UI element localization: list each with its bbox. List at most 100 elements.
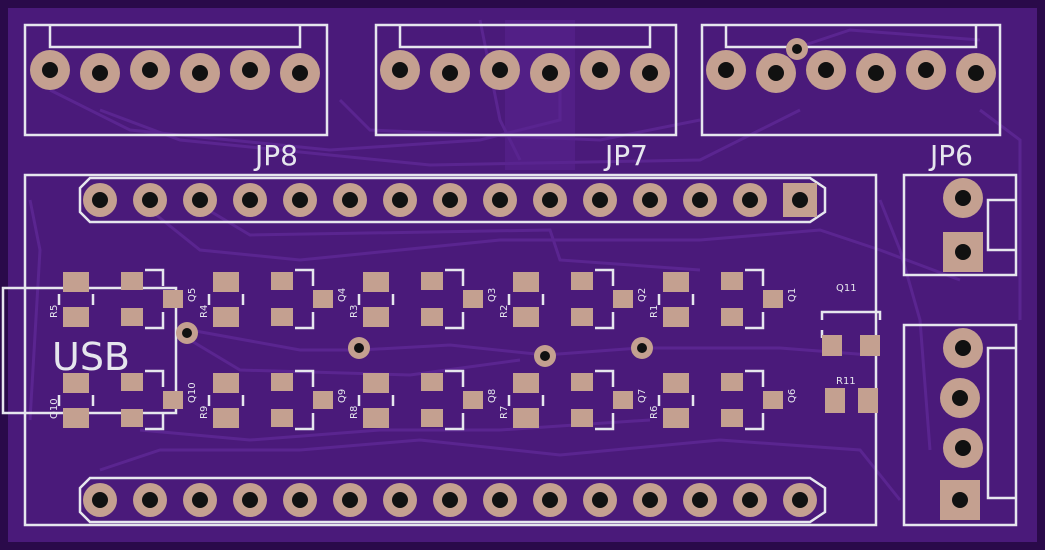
resistor-pad [63, 408, 89, 428]
resistor-pad [213, 408, 239, 428]
bottom-pin-header [78, 476, 827, 524]
transistor-pad [721, 308, 743, 326]
resistor-label: R5 [49, 305, 60, 318]
component-block: R8 Q8 [349, 369, 498, 431]
connector-jp7: JP7 [374, 23, 678, 172]
transistor-pad [721, 272, 743, 290]
resistor-pad [213, 272, 239, 292]
component-block: R4 Q4 [199, 268, 348, 330]
transistor-pad [721, 409, 743, 427]
jp7-label: JP7 [603, 139, 648, 172]
transistor-pad [121, 308, 143, 326]
transistor-pad [463, 290, 483, 308]
transistor-label: Q6 [787, 389, 798, 403]
transistor-pad [421, 308, 443, 326]
component-block: R9 Q9 [199, 369, 348, 431]
component-block: R1 Q1 [649, 268, 798, 330]
transistor-pad [613, 290, 633, 308]
transistor-label: Q9 [337, 389, 348, 403]
usb-connector: USB [1, 286, 178, 415]
transistor-pad [163, 391, 183, 409]
copper-traces [28, 19, 1022, 501]
transistor-pad [571, 308, 593, 326]
resistor-pad [663, 272, 689, 292]
jp8-pins [30, 50, 320, 93]
resistor-pad [363, 307, 389, 327]
resistor-pad [663, 373, 689, 393]
component-block: R7 Q7 [499, 369, 648, 431]
jp7-pins [380, 50, 670, 93]
resistor-pad [513, 408, 539, 428]
resistor-pad [213, 307, 239, 327]
resistor-pad [363, 373, 389, 393]
component-block: R5 Q5 [49, 268, 198, 330]
transistor-pad [121, 373, 143, 391]
transistor-pad [121, 272, 143, 290]
jp6-label: JP6 [928, 139, 973, 172]
resistor-pad [513, 272, 539, 292]
transistor-label: Q4 [337, 288, 348, 302]
top-pin-header [78, 176, 827, 224]
transistor-pad [571, 409, 593, 427]
q11-label: Q11 [836, 283, 857, 294]
transistor-pad [421, 272, 443, 290]
resistor-label: R4 [199, 305, 210, 318]
transistor-pad [271, 409, 293, 427]
resistor-pad [663, 408, 689, 428]
connector-jp8: JP8 [23, 23, 329, 172]
resistor-pad [513, 307, 539, 327]
transistor-pad [463, 391, 483, 409]
resistor-label: R3 [349, 305, 360, 318]
transistor-pad [313, 290, 333, 308]
transistor-label: Q1 [787, 288, 798, 302]
resistor-pad [363, 272, 389, 292]
transistor-pad [721, 373, 743, 391]
connector-jp6: JP6 [700, 23, 1002, 172]
resistor-pad [363, 408, 389, 428]
right-connector-2pin [902, 173, 1018, 277]
component-block: R2 Q2 [499, 268, 648, 330]
resistor-label: R6 [649, 406, 660, 419]
resistor-pad [663, 307, 689, 327]
transistor-pad [271, 308, 293, 326]
transistor-label: Q10 [187, 382, 198, 403]
resistor-label: R9 [199, 406, 210, 419]
resistor-pad [63, 307, 89, 327]
resistor-pad [513, 373, 539, 393]
resistor-pad [63, 272, 89, 292]
transistor-pad [571, 272, 593, 290]
resistor-label: R7 [499, 406, 510, 419]
transistor-pad [763, 391, 783, 409]
transistor-pad [571, 373, 593, 391]
transistor-pad [613, 391, 633, 409]
transistor-pad [121, 409, 143, 427]
transistor-pad [271, 272, 293, 290]
r11-label: R11 [836, 376, 856, 387]
transistor-pad [271, 373, 293, 391]
resistor-label: R1 [649, 305, 660, 318]
q11-part: Q11 [820, 283, 882, 356]
transistor-label: Q5 [187, 288, 198, 302]
transistor-pad [163, 290, 183, 308]
resistor-pad [213, 373, 239, 393]
jp8-label: JP8 [253, 139, 298, 172]
resistor-label: R2 [499, 305, 510, 318]
jp6-pins [706, 50, 996, 93]
resistor-label: Q10 [49, 398, 60, 419]
transistor-label: Q8 [487, 389, 498, 403]
transistor-pad [421, 373, 443, 391]
r11-part: R11 [825, 376, 878, 413]
vias [176, 322, 653, 367]
transistor-label: Q2 [637, 288, 648, 302]
transistor-pad [763, 290, 783, 308]
transistor-pad [313, 391, 333, 409]
transistor-label: Q7 [637, 389, 648, 403]
usb-label: USB [52, 335, 130, 379]
component-block: R6 Q6 [649, 369, 798, 431]
resistor-label: R8 [349, 406, 360, 419]
